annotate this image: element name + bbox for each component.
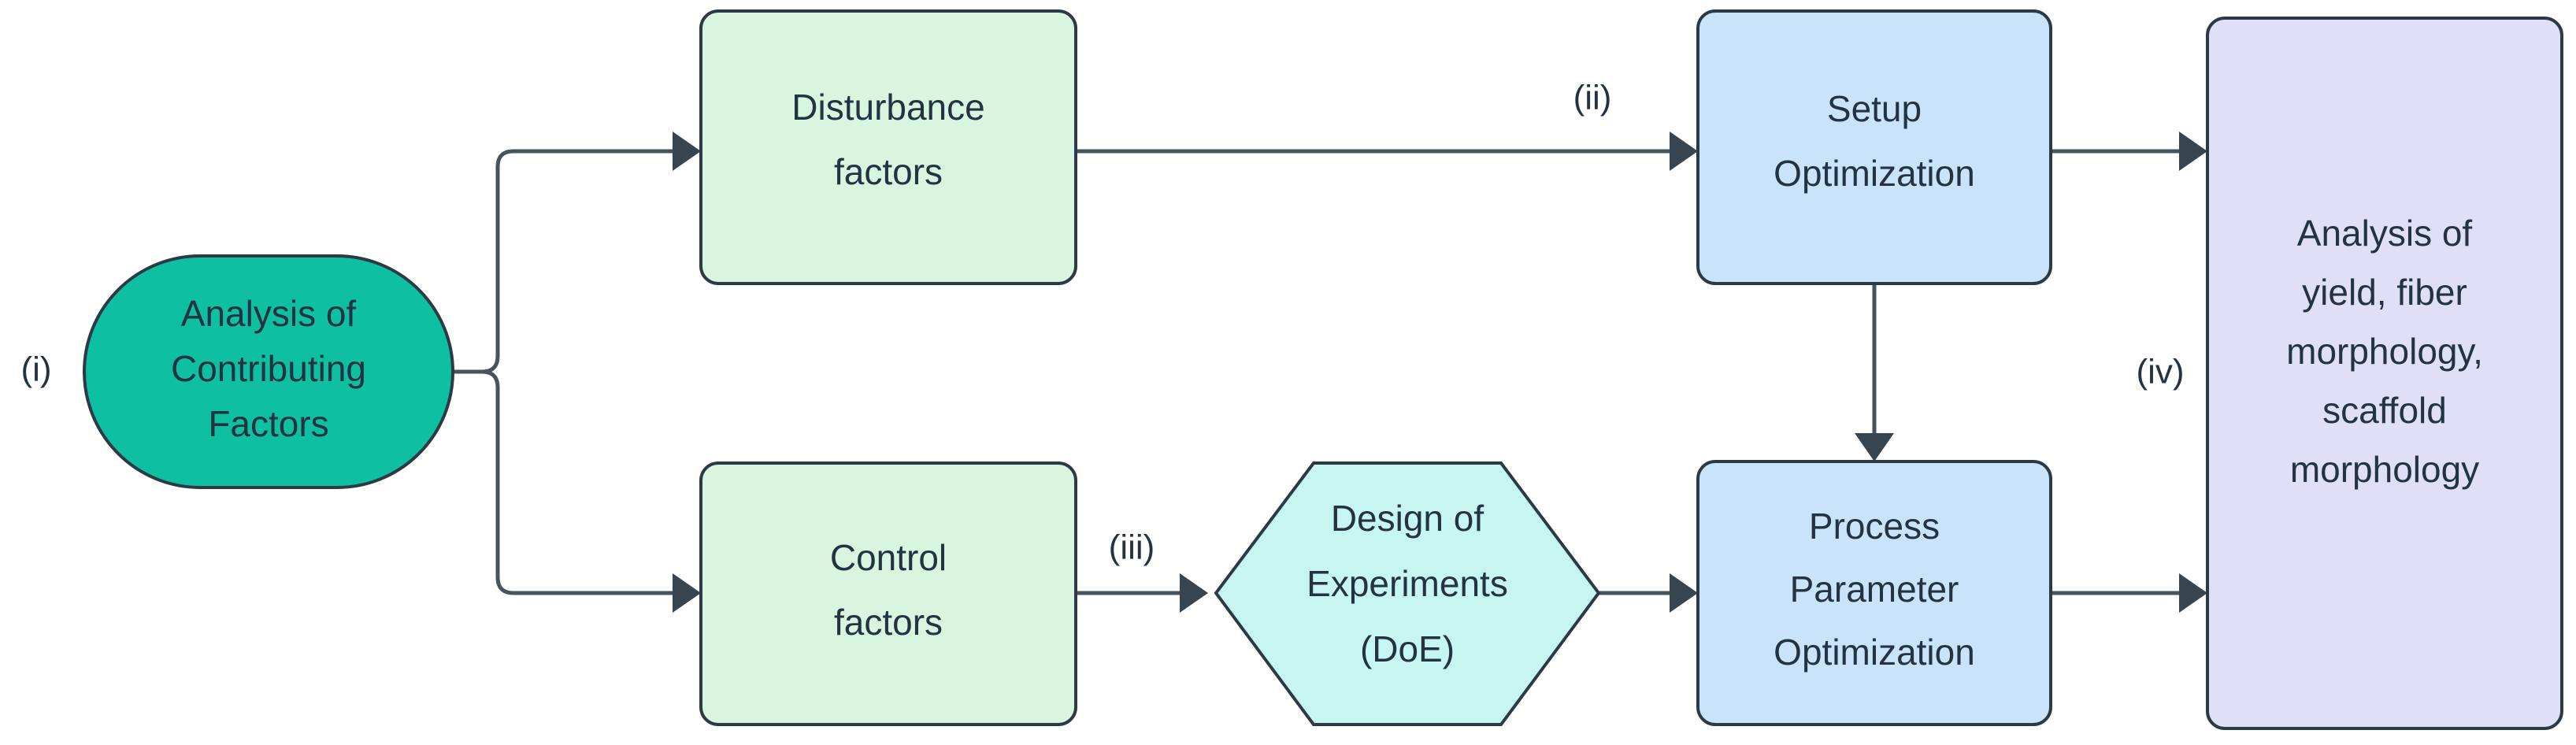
edge-doe-to-process: [1599, 573, 1698, 613]
node-disturbance-factors-line2: factors: [834, 151, 943, 192]
node-contributing-factors-line2: Contributing: [171, 348, 366, 389]
arrow-head-icon: [2179, 132, 2207, 171]
node-contributing-factors-line1: Analysis of: [181, 293, 357, 334]
node-disturbance-factors[interactable]: Disturbance factors: [699, 9, 1077, 285]
step-label-iv: (iv): [2136, 353, 2184, 391]
arrow-head-icon: [1670, 132, 1698, 171]
node-analysis-results-line2: yield, fiber: [2302, 272, 2467, 313]
node-design-of-experiments-line3: (DoE): [1360, 628, 1455, 669]
edge-setup-to-process: [1855, 283, 1894, 461]
node-analysis-results-line4: scaffold: [2322, 390, 2447, 431]
step-label-ii: (ii): [1573, 79, 1612, 117]
edge-disturbance-to-setup: [1076, 132, 1698, 171]
node-analysis-results-line1: Analysis of: [2297, 213, 2473, 254]
node-control-factors-line2: factors: [834, 602, 943, 643]
arrow-head-icon: [2179, 573, 2207, 613]
node-design-of-experiments-line2: Experiments: [1307, 563, 1508, 604]
node-analysis-results[interactable]: Analysis of yield, fiber morphology, sca…: [2206, 17, 2563, 730]
edge-setup-to-analysis: [2051, 132, 2207, 171]
node-control-factors[interactable]: Control factors: [699, 461, 1077, 726]
step-label-i: (i): [20, 350, 51, 389]
node-contributing-factors[interactable]: Analysis of Contributing Factors: [83, 254, 454, 489]
node-process-parameter-optimization-line1: Process: [1809, 506, 1940, 547]
node-process-parameter-optimization-line3: Optimization: [1774, 632, 1975, 673]
node-contributing-factors-line3: Factors: [208, 403, 328, 444]
node-control-factors-line1: Control: [830, 537, 947, 578]
node-design-of-experiments-line1: Design of: [1331, 498, 1484, 539]
node-process-parameter-optimization-line2: Parameter: [1790, 569, 1959, 610]
step-label-iii: (iii): [1109, 528, 1155, 567]
node-process-parameter-optimization[interactable]: Process Parameter Optimization: [1696, 460, 2052, 726]
node-analysis-results-line5: morphology: [2290, 449, 2479, 490]
arrow-head-icon: [1670, 573, 1698, 613]
node-setup-optimization-line1: Setup: [1827, 88, 1922, 129]
edge-control-to-doe: [1076, 573, 1208, 613]
arrow-head-icon: [673, 132, 701, 171]
arrow-head-icon: [673, 573, 701, 613]
node-disturbance-factors-line1: Disturbance: [791, 87, 984, 128]
arrow-head-icon: [1180, 573, 1208, 613]
node-analysis-results-line3: morphology,: [2286, 331, 2483, 372]
node-setup-optimization-line2: Optimization: [1774, 153, 1975, 194]
node-design-of-experiments[interactable]: Design of Experiments (DoE): [1214, 461, 1601, 726]
arrow-head-icon: [1855, 433, 1894, 461]
edge-process-to-analysis: [2051, 573, 2207, 613]
edge-contributing-to-disturbance: [453, 132, 701, 374]
edge-contributing-to-control: [453, 369, 701, 613]
node-setup-optimization[interactable]: Setup Optimization: [1696, 9, 2052, 285]
